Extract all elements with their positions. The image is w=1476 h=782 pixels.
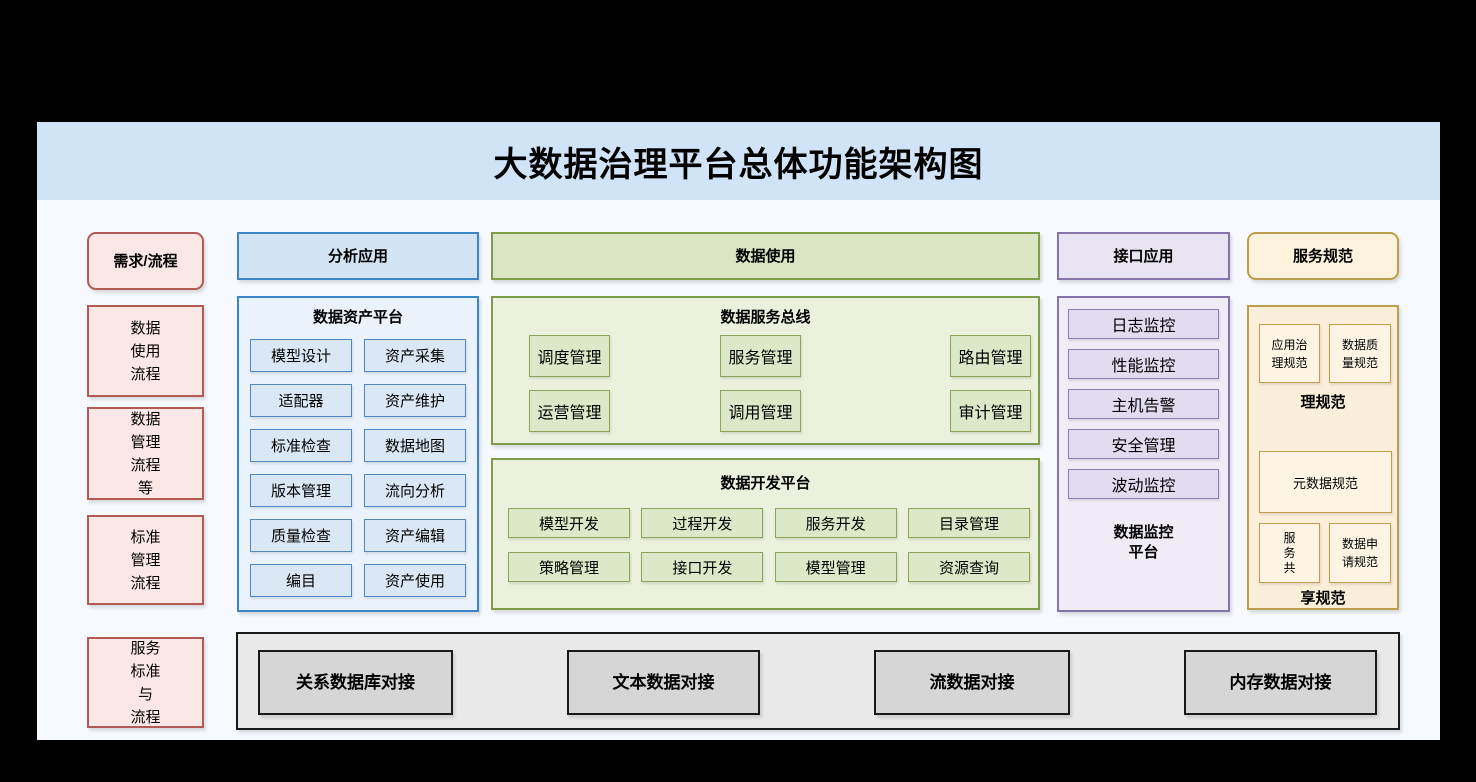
sharing-standards-label: 享规范 — [1300, 590, 1346, 607]
governance-standards-label: 理规范 — [1300, 394, 1346, 411]
standards-item-service-sharing: 服 务 共 — [1259, 523, 1320, 583]
asset-item: 流向分析 — [364, 474, 466, 507]
dev-item: 服务开发 — [774, 508, 897, 538]
dev-item: 过程开发 — [641, 508, 764, 538]
service-bus-item: 运营管理 — [529, 390, 610, 432]
monitor-item: 日志监控 — [1068, 309, 1219, 339]
requirements-header: 需求/流程 — [87, 232, 204, 290]
standards-item-data-quality: 数据质 量规范 — [1329, 324, 1391, 383]
usage-header: 数据使用 — [491, 232, 1040, 280]
integration-bar: 关系数据库对接 文本数据对接 流数据对接 内存数据对接 — [236, 632, 1400, 730]
asset-item: 模型设计 — [250, 339, 352, 372]
dev-platform-title: 数据开发平台 — [720, 475, 811, 492]
service-bus-item: 服务管理 — [720, 335, 801, 377]
monitor-platform-label: 数据监控 平台 — [1113, 524, 1174, 561]
flow-service-standard: 服务 标准 与 流程 — [87, 637, 204, 728]
diagram-title-bar: 大数据治理平台总体功能架构图 — [37, 122, 1440, 200]
integration-item-relational-db: 关系数据库对接 — [258, 650, 453, 715]
dev-item: 模型开发 — [508, 508, 630, 538]
asset-platform-title: 数据资产平台 — [312, 309, 403, 326]
dev-item: 接口开发 — [641, 552, 764, 582]
asset-item: 资产维护 — [364, 384, 466, 417]
flow-standard-management: 标准 管理 流程 — [87, 515, 204, 605]
asset-item: 质量检查 — [250, 519, 352, 552]
standards-item-app-governance: 应用治 理规范 — [1259, 324, 1320, 383]
asset-platform-grid: 模型设计 资产采集 适配器 资产维护 标准检查 数据地图 版本管理 流向分析 质… — [239, 339, 477, 597]
monitor-item: 波动监控 — [1068, 469, 1219, 499]
service-bus-item: 路由管理 — [950, 335, 1031, 377]
monitor-platform: 日志监控 性能监控 主机告警 安全管理 波动监控 数据监控 平台 — [1057, 296, 1230, 612]
monitor-item: 主机告警 — [1068, 389, 1219, 419]
dev-platform: 数据开发平台 模型开发 过程开发 服务开发 目录管理 策略管理 接口开发 模型管… — [491, 458, 1040, 610]
asset-platform: 数据资产平台 模型设计 资产采集 适配器 资产维护 标准检查 数据地图 版本管理… — [237, 296, 479, 612]
dev-platform-grid: 模型开发 过程开发 服务开发 目录管理 策略管理 接口开发 模型管理 资源查询 — [493, 508, 1038, 582]
service-bus-item: 审计管理 — [950, 390, 1031, 432]
service-bus-item: 调度管理 — [529, 335, 610, 377]
service-bus-item: 调用管理 — [720, 390, 801, 432]
asset-item: 资产采集 — [364, 339, 466, 372]
standards-panel: 应用治 理规范 数据质 量规范 理规范 元数据规范 服 务 共 数据申 请规范 … — [1247, 305, 1399, 610]
standards-item-data-request: 数据申 请规范 — [1329, 523, 1391, 583]
dev-item: 策略管理 — [508, 552, 630, 582]
monitor-item: 性能监控 — [1068, 349, 1219, 379]
dev-item: 目录管理 — [907, 508, 1030, 538]
standards-header: 服务规范 — [1247, 232, 1399, 280]
integration-item-text-data: 文本数据对接 — [567, 650, 760, 715]
service-bus-title: 数据服务总线 — [720, 309, 811, 326]
asset-item: 资产使用 — [364, 564, 466, 597]
asset-item: 版本管理 — [250, 474, 352, 507]
dev-item: 资源查询 — [907, 552, 1030, 582]
asset-item: 数据地图 — [364, 429, 466, 462]
asset-item: 标准检查 — [250, 429, 352, 462]
page-title: 大数据治理平台总体功能架构图 — [493, 145, 984, 184]
integration-item-stream-data: 流数据对接 — [874, 650, 1070, 715]
integration-item-memory-data: 内存数据对接 — [1184, 650, 1377, 715]
interface-header: 接口应用 — [1057, 232, 1230, 280]
asset-item: 资产编辑 — [364, 519, 466, 552]
architecture-diagram: 大数据治理平台总体功能架构图 需求/流程 数据 使用 流程 数据 管理 流程 等… — [37, 122, 1440, 740]
flow-data-usage: 数据 使用 流程 — [87, 305, 204, 397]
monitor-stack: 日志监控 性能监控 主机告警 安全管理 波动监控 — [1059, 309, 1228, 499]
asset-item: 适配器 — [250, 384, 352, 417]
asset-item: 编目 — [250, 564, 352, 597]
service-bus: 数据服务总线 调度管理 服务管理 路由管理 运营管理 调用管理 审计管理 — [491, 296, 1040, 445]
flow-data-management: 数据 管理 流程 等 — [87, 407, 204, 500]
standards-item-metadata: 元数据规范 — [1259, 451, 1392, 513]
monitor-item: 安全管理 — [1068, 429, 1219, 459]
analysis-header: 分析应用 — [237, 232, 479, 280]
dev-item: 模型管理 — [774, 552, 897, 582]
